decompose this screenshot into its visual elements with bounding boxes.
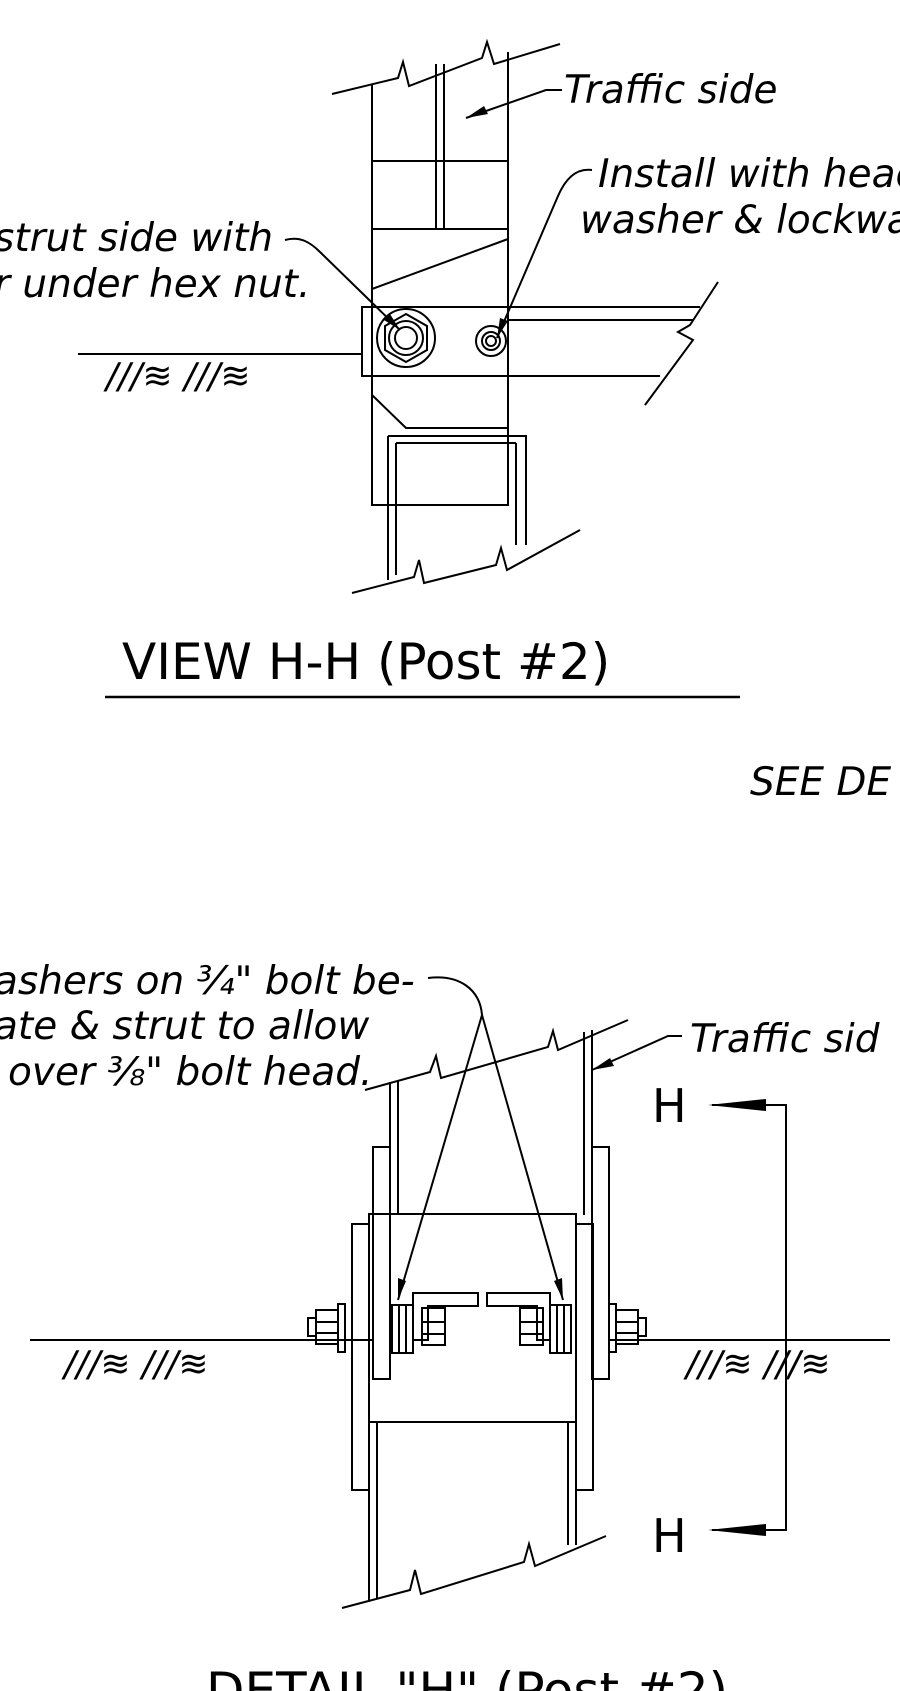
detail-title: DETAIL "H" (Post #2) xyxy=(206,1662,728,1691)
bolt-nut-right xyxy=(519,1307,544,1346)
arrowhead xyxy=(398,1278,406,1300)
hex-nut-right xyxy=(608,1303,647,1353)
strut-note-line1: strut side with xyxy=(0,216,273,261)
washer-note-line2: ate & strut to allow xyxy=(0,1004,369,1049)
see-detail-label: SEE DE xyxy=(750,760,891,805)
detail-h xyxy=(30,976,890,1609)
bracket-plate xyxy=(372,1146,391,1380)
hex-nut-bolt xyxy=(376,308,436,368)
section-arrow-top xyxy=(708,1099,766,1111)
arrowhead xyxy=(592,1058,614,1070)
lower-post xyxy=(388,435,527,545)
leader-washers-right xyxy=(481,1014,564,1301)
break-line-top xyxy=(331,38,561,95)
bolt-head-left xyxy=(412,1292,479,1341)
section-arrow-bottom xyxy=(708,1524,766,1536)
section-mark-top: H xyxy=(652,1079,687,1133)
center-block xyxy=(368,1213,577,1423)
break-line-top xyxy=(364,1019,629,1091)
diagonal-line xyxy=(371,238,509,290)
traffic-side-label: Traffic sid xyxy=(690,1017,880,1062)
arrowhead xyxy=(384,314,400,330)
bracket-chamfer xyxy=(371,394,508,429)
small-bolt-head xyxy=(475,325,507,357)
section-mark-bottom: H xyxy=(652,1509,687,1563)
strut-flange xyxy=(351,1223,370,1491)
washer-note-line1: ashers on ¾" bolt be- xyxy=(0,959,415,1004)
break-line-bottom xyxy=(351,529,581,594)
break-line-bottom xyxy=(341,1535,607,1609)
traffic-side-label: Traffic side xyxy=(564,68,777,113)
view-title: VIEW H-H (Post #2) xyxy=(122,633,610,691)
strut-note-line2: r under hex nut. xyxy=(0,262,310,307)
leader-traffic-side xyxy=(591,1035,682,1071)
arrowhead xyxy=(554,1278,563,1300)
leader-washers xyxy=(397,976,484,1301)
ground-symbol-left: ///≋ ///≋ xyxy=(61,1344,209,1385)
ground-symbol-right: ///≋ ///≋ xyxy=(683,1344,831,1385)
leader-traffic-side xyxy=(465,89,562,119)
section-cut-line xyxy=(712,1104,787,1531)
leader-install xyxy=(496,168,593,339)
washer-note-line3: over ⅜" bolt head. xyxy=(8,1050,372,1095)
ground-symbol: ///≋ ///≋ xyxy=(103,356,251,397)
install-note-line1: Install with head xyxy=(598,152,900,197)
washer-stack-left xyxy=(391,1304,414,1354)
strut-flange xyxy=(575,1223,594,1491)
arrowhead xyxy=(497,318,508,338)
arrowhead xyxy=(466,106,488,118)
strut-break xyxy=(644,281,719,406)
leader-strut-side xyxy=(284,237,401,331)
hex-nut-left xyxy=(307,1303,346,1353)
washer-stack-right xyxy=(549,1304,572,1354)
bolt-nut-left xyxy=(421,1307,446,1346)
bolt-head-right xyxy=(486,1292,551,1341)
install-note-line2: washer & lockwa xyxy=(580,198,900,243)
bracket-plate xyxy=(591,1146,610,1380)
view-h-h xyxy=(78,38,740,699)
post-outline xyxy=(371,52,509,506)
